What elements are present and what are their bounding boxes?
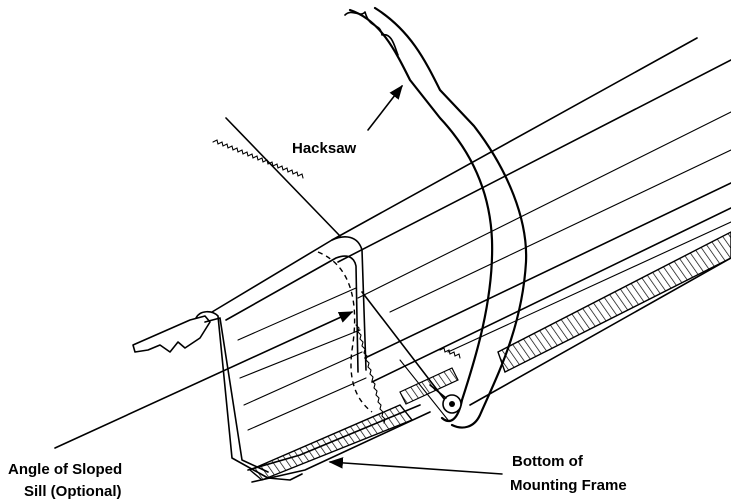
frame-cut-profile xyxy=(132,236,431,483)
angle-of-sloped-sill-label-line2: Sill (Optional) xyxy=(24,483,122,500)
hacksaw-label: Hacksaw xyxy=(292,140,357,157)
bottom-frame-leader xyxy=(328,457,503,475)
angle-leader xyxy=(54,311,354,449)
bottom-of-mounting-frame-label-line2: Mounting Frame xyxy=(510,477,627,494)
angle-of-sloped-sill-label-line1: Angle of Sloped xyxy=(8,461,122,478)
hacksaw-leader xyxy=(367,84,403,131)
saw-blade-teeth xyxy=(212,139,304,179)
hacksaw xyxy=(212,6,528,429)
bottom-of-mounting-frame-label-line1: Bottom of xyxy=(512,453,584,470)
mounting-frame-rail xyxy=(331,37,731,406)
